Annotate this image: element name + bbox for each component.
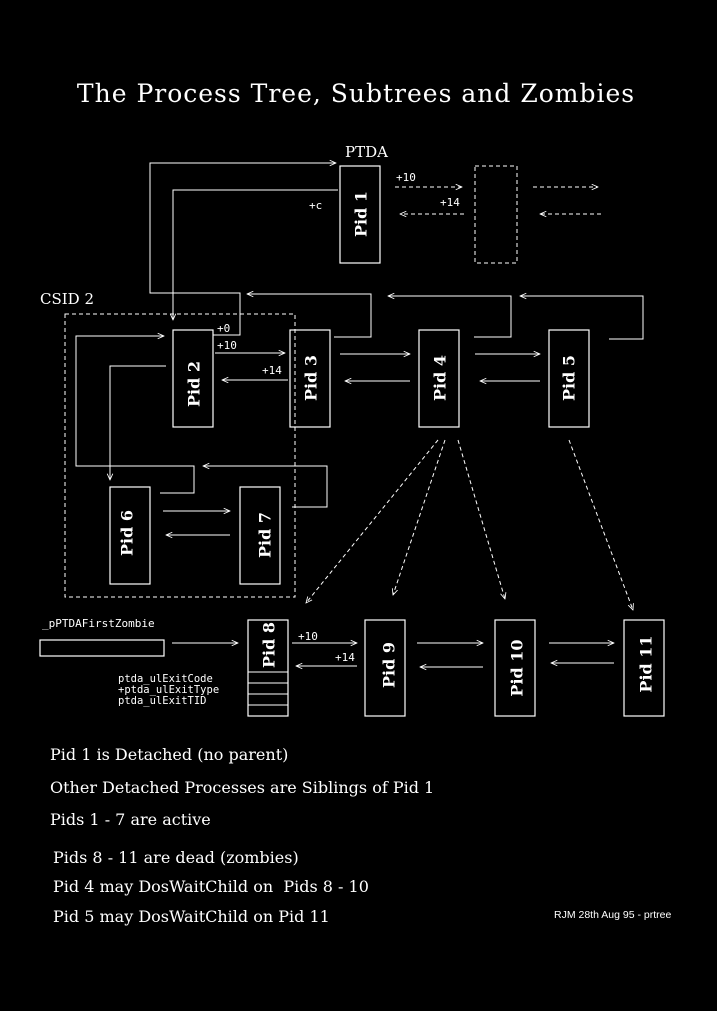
first-zombie-pointer-box: [39, 639, 165, 657]
sibling-placeholder-box: [474, 165, 518, 264]
offset-label-pid1-prev: +14: [440, 196, 460, 209]
first-zombie-label: _pPTDAFirstZombie: [42, 617, 155, 630]
pid8-box: [247, 619, 289, 717]
pid5-box: [548, 329, 590, 428]
pid10-label: Pid 10: [508, 639, 527, 696]
pid7-label: Pid 7: [256, 512, 275, 558]
pid5-parent-pointer: [520, 296, 644, 340]
pid1-box: [339, 165, 381, 264]
pid4-to-pid8-dashed-arrow: [306, 439, 439, 603]
csid-label: CSID 2: [40, 290, 94, 308]
pid11-box: [623, 619, 665, 717]
pid7-box: [239, 486, 281, 585]
offset-label-pid3-prev: +14: [262, 364, 282, 377]
pid8-label: Pid 8: [260, 622, 279, 668]
pid3-box: [289, 329, 331, 428]
offset-label-pid1-next: +10: [396, 171, 416, 184]
exit-tid-label: ptda_ulExitTID: [118, 695, 207, 707]
pid6-box: [109, 486, 151, 585]
note-line: Pids 1 - 7 are active: [50, 810, 211, 829]
pid10-box: [494, 619, 536, 717]
pid11-label: Pid 11: [637, 635, 656, 692]
pid9-label: Pid 9: [380, 642, 399, 688]
credit-text: RJM 28th Aug 95 - prtree: [554, 909, 671, 921]
pid5-label: Pid 5: [560, 355, 579, 401]
pid6-label: Pid 6: [118, 510, 137, 556]
offset-label-pid2-parent: +0: [217, 322, 230, 335]
pid2-label: Pid 2: [185, 361, 204, 407]
diagram-title: The Process Tree, Subtrees and Zombies: [77, 79, 635, 108]
pid2-child-pointer: [110, 365, 166, 480]
pid3-parent-pointer: [247, 294, 372, 338]
pid1-child-pointer: [173, 189, 338, 320]
exit-type-label: +ptda_ulExitType: [118, 684, 219, 696]
pid4-to-pid9-dashed-arrow: [393, 439, 446, 595]
pid4-parent-pointer: [388, 296, 512, 338]
pid4-to-pid10-dashed-arrow: [457, 439, 505, 599]
exit-code-label: ptda_ulExitCode: [118, 673, 213, 685]
note-line: Pids 8 - 11 are dead (zombies): [53, 848, 299, 867]
ptda-label: PTDA: [345, 143, 388, 161]
pid2-parent-pointer: [149, 163, 336, 336]
pid3-label: Pid 3: [302, 355, 321, 401]
pid4-label: Pid 4: [431, 355, 450, 401]
pid6-parent-pointer: [75, 336, 195, 494]
pid7-parent-pointer: [203, 466, 328, 508]
pid2-box: [172, 329, 214, 428]
pid1-label: Pid 1: [352, 191, 371, 237]
note-line: Other Detached Processes are Siblings of…: [50, 778, 434, 797]
pid5-to-pid11-dashed-arrow: [568, 439, 633, 610]
pid4-box: [418, 329, 460, 428]
offset-label-pid1-child: +c: [309, 199, 322, 212]
pid9-box: [364, 619, 406, 717]
note-line: Pid 5 may DosWaitChild on Pid 11: [53, 907, 330, 926]
note-line: Pid 1 is Detached (no parent): [50, 745, 288, 764]
note-line: Pid 4 may DosWaitChild on Pids 8 - 10: [53, 877, 369, 896]
offset-label-pid2-next: +10: [217, 339, 237, 352]
csid-boundary: [64, 313, 296, 598]
offset-label-pid8-next: +10: [298, 630, 318, 643]
offset-label-pid9-prev: +14: [335, 651, 355, 664]
